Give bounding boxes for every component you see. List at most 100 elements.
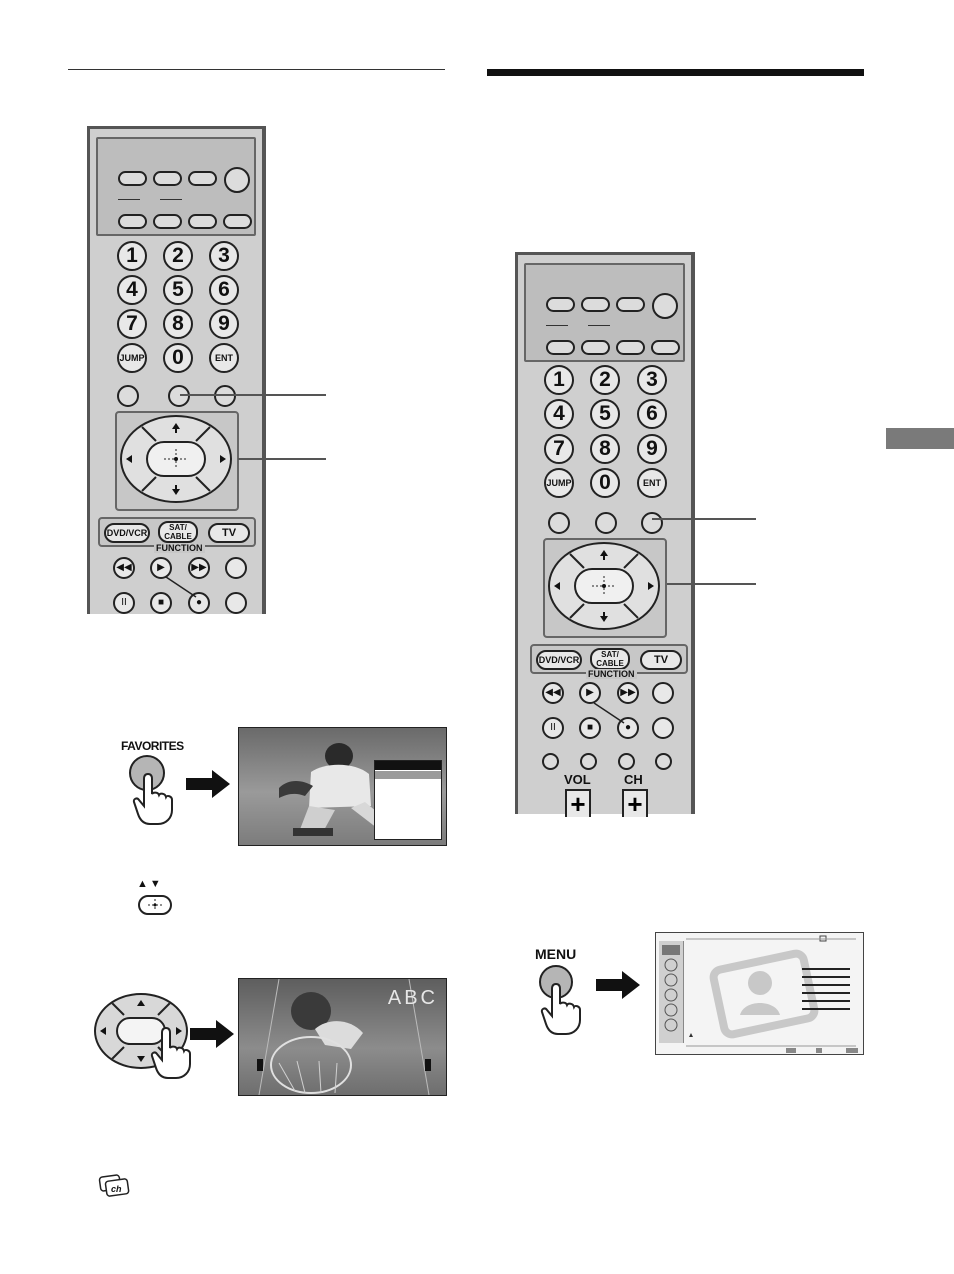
top-button-6[interactable] bbox=[153, 214, 182, 229]
jump-button[interactable]: JUMP bbox=[117, 343, 147, 373]
jump-button[interactable]: JUMP bbox=[544, 468, 574, 498]
dpad-arrows-icon bbox=[554, 550, 654, 622]
ent-button[interactable]: ENT bbox=[637, 468, 667, 498]
aux-transport-button-2[interactable] bbox=[652, 717, 674, 739]
remote-right: 1 2 3 4 5 6 7 8 9 JUMP 0 ENT bbox=[515, 252, 695, 817]
select-crosshair-icon bbox=[164, 449, 188, 469]
num-key-6[interactable]: 6 bbox=[209, 275, 239, 305]
color-button-4[interactable] bbox=[655, 753, 672, 770]
dpad-select-button[interactable] bbox=[146, 441, 206, 477]
num-key-8[interactable]: 8 bbox=[163, 309, 193, 339]
top-button-3[interactable] bbox=[616, 297, 645, 312]
num-key-4[interactable]: 4 bbox=[544, 399, 574, 429]
dpad[interactable] bbox=[548, 542, 660, 630]
color-button-2[interactable] bbox=[580, 753, 597, 770]
num-key-3[interactable]: 3 bbox=[637, 365, 667, 395]
top-button-6[interactable] bbox=[581, 340, 610, 355]
ch-label: CH bbox=[624, 772, 643, 787]
fast-forward-button[interactable]: ▶▶ bbox=[617, 682, 639, 704]
num-key-4[interactable]: 4 bbox=[117, 275, 147, 305]
menu-remote-button[interactable] bbox=[641, 512, 663, 534]
num-key-3[interactable]: 3 bbox=[209, 241, 239, 271]
aux-transport-button-2[interactable] bbox=[225, 592, 247, 614]
section-side-tab bbox=[886, 428, 954, 449]
top-button-8[interactable] bbox=[651, 340, 680, 355]
fast-forward-button[interactable]: ▶▶ bbox=[188, 557, 210, 579]
num-key-5[interactable]: 5 bbox=[590, 399, 620, 429]
dpad[interactable] bbox=[120, 415, 232, 503]
tv-screen-channel: ABC bbox=[238, 978, 447, 1096]
favorites-remote-button[interactable] bbox=[168, 385, 190, 407]
aux-transport-button[interactable] bbox=[225, 557, 247, 579]
num-key-0[interactable]: 0 bbox=[163, 343, 193, 373]
pause-button[interactable]: II bbox=[542, 717, 564, 739]
dpad-select-button[interactable] bbox=[574, 568, 634, 604]
rewind-button[interactable]: ◀◀ bbox=[542, 682, 564, 704]
top-button-2[interactable] bbox=[581, 297, 610, 312]
favorites-list-highlight bbox=[375, 771, 441, 779]
num-key-1[interactable]: 1 bbox=[117, 241, 147, 271]
aux-button-left[interactable] bbox=[117, 385, 139, 407]
top-button-5[interactable] bbox=[546, 340, 575, 355]
ch-plus-button[interactable]: + bbox=[622, 789, 648, 817]
select-crosshair-icon bbox=[592, 576, 616, 596]
aux-button-left[interactable] bbox=[548, 512, 570, 534]
top-button-5[interactable] bbox=[118, 214, 147, 229]
basketball-image bbox=[257, 979, 431, 1095]
record-button[interactable]: ● bbox=[188, 592, 210, 614]
num-key-0[interactable]: 0 bbox=[590, 468, 620, 498]
channel-stack-icon: ch bbox=[98, 1174, 130, 1197]
sat-cable-button[interactable]: SAT/ CABLE bbox=[590, 648, 630, 670]
top-button-2[interactable] bbox=[153, 171, 182, 186]
color-button-1[interactable] bbox=[542, 753, 559, 770]
num-key-1[interactable]: 1 bbox=[544, 365, 574, 395]
top-button-1[interactable] bbox=[546, 297, 575, 312]
divider bbox=[546, 325, 568, 326]
stop-button[interactable]: ■ bbox=[579, 717, 601, 739]
left-header-rule bbox=[68, 69, 445, 70]
num-key-7[interactable]: 7 bbox=[117, 309, 147, 339]
dvd-vcr-button[interactable]: DVD/VCR bbox=[536, 650, 582, 670]
num-key-7[interactable]: 7 bbox=[544, 434, 574, 464]
tv-screen-favorites bbox=[238, 727, 447, 846]
vol-plus-button[interactable]: + bbox=[565, 789, 591, 817]
power-button[interactable] bbox=[224, 167, 250, 193]
aux-button-middle[interactable] bbox=[595, 512, 617, 534]
tv-button[interactable]: TV bbox=[208, 523, 250, 543]
num-key-9[interactable]: 9 bbox=[637, 434, 667, 464]
stop-button[interactable]: ■ bbox=[150, 592, 172, 614]
select-button-small bbox=[138, 895, 172, 915]
aux-transport-button[interactable] bbox=[652, 682, 674, 704]
vol-label: VOL bbox=[564, 772, 591, 787]
right-arrow-icon bbox=[190, 1020, 234, 1048]
num-key-9[interactable]: 9 bbox=[209, 309, 239, 339]
top-button-7[interactable] bbox=[188, 214, 217, 229]
rewind-button[interactable]: ◀◀ bbox=[113, 557, 135, 579]
color-button-3[interactable] bbox=[618, 753, 635, 770]
num-key-6[interactable]: 6 bbox=[637, 399, 667, 429]
num-key-2[interactable]: 2 bbox=[163, 241, 193, 271]
callout-menu bbox=[652, 518, 756, 520]
tv-button[interactable]: TV bbox=[640, 650, 682, 670]
remote-top-panel bbox=[524, 263, 685, 362]
top-button-8[interactable] bbox=[223, 214, 252, 229]
callout-dpad-right bbox=[667, 583, 756, 585]
function-label: FUNCTION bbox=[586, 669, 637, 679]
num-key-5[interactable]: 5 bbox=[163, 275, 193, 305]
top-button-3[interactable] bbox=[188, 171, 217, 186]
pause-button[interactable]: II bbox=[113, 592, 135, 614]
top-button-1[interactable] bbox=[118, 171, 147, 186]
power-button[interactable] bbox=[652, 293, 678, 319]
play-button[interactable]: ▶ bbox=[579, 682, 601, 704]
aux-button-right[interactable] bbox=[214, 385, 236, 407]
right-arrow-icon bbox=[596, 971, 640, 999]
top-button-7[interactable] bbox=[616, 340, 645, 355]
pointing-hand-icon bbox=[150, 1026, 191, 1079]
play-button[interactable]: ▶ bbox=[150, 557, 172, 579]
num-key-8[interactable]: 8 bbox=[590, 434, 620, 464]
sat-cable-button[interactable]: SAT/ CABLE bbox=[158, 521, 198, 543]
num-key-2[interactable]: 2 bbox=[590, 365, 620, 395]
ent-button[interactable]: ENT bbox=[209, 343, 239, 373]
dvd-vcr-button[interactable]: DVD/VCR bbox=[104, 523, 150, 543]
channel-id-text: ABC bbox=[387, 987, 438, 1009]
